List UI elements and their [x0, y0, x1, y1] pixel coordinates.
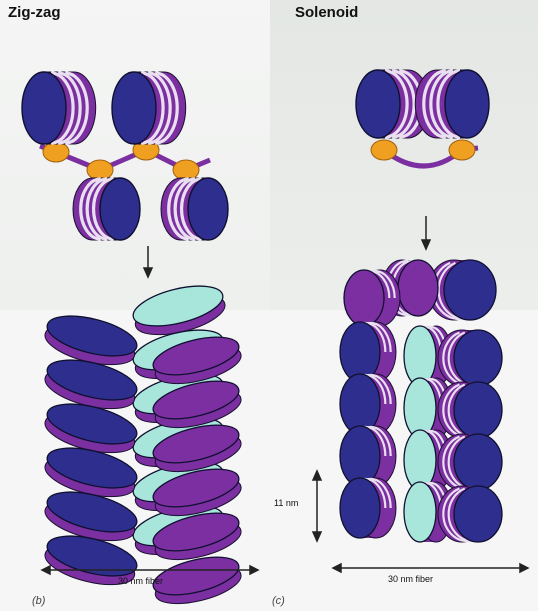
left-width-label: 30 nm fiber — [118, 576, 163, 586]
linker-histone — [449, 140, 475, 160]
right-width-label: 30 nm fiber — [388, 574, 433, 584]
fiber-nucleosome-left — [340, 374, 396, 434]
height-label: 11 nm — [274, 498, 298, 508]
fiber-nucleosome-left — [340, 426, 396, 486]
nucleosome — [22, 72, 96, 144]
fiber-nucleosome-right — [438, 486, 502, 542]
solenoid-fiber — [340, 260, 502, 542]
solenoid-title: Solenoid — [295, 4, 358, 21]
fiber-nucleosome-left — [340, 322, 396, 382]
fiber-nucleosome-top — [344, 270, 400, 326]
zigzag-title: Zig-zag — [8, 4, 61, 21]
nucleosome — [161, 178, 228, 240]
panel-label-c: (c) — [272, 595, 285, 607]
nucleosome — [112, 72, 186, 144]
fiber-nucleosome-right — [438, 330, 502, 386]
panel-label-b: (b) — [32, 595, 45, 607]
linker-histone — [371, 140, 397, 160]
fiber-nucleosome-right — [438, 434, 502, 490]
fiber-nucleosome-left — [340, 478, 396, 538]
nucleosome — [73, 178, 140, 240]
linker-histone — [43, 142, 69, 162]
linker-histone — [87, 160, 113, 180]
nucleosome — [415, 70, 489, 138]
linker-histone — [173, 160, 199, 180]
fiber-nucleosome-right — [438, 382, 502, 438]
